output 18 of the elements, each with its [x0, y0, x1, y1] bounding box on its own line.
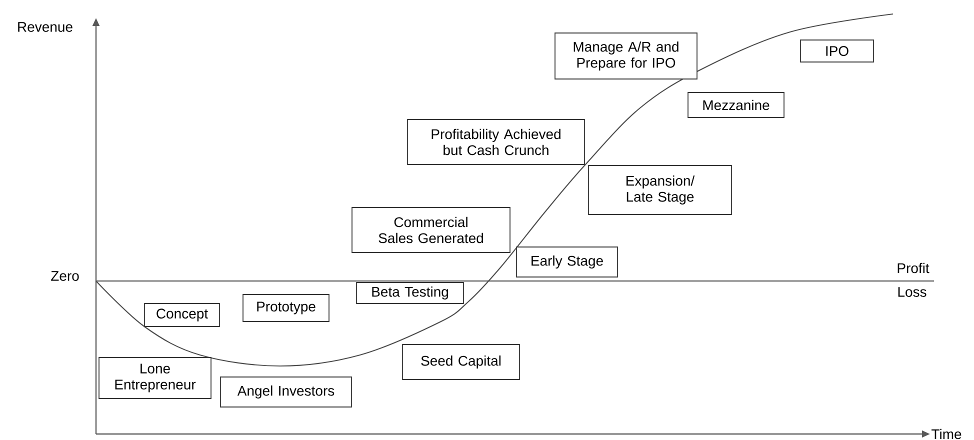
region-label: Profit: [898, 262, 930, 274]
stage-box: IPO: [800, 40, 874, 62]
stage-box: Mezzanine: [688, 92, 784, 118]
stage-box: Beta Testing: [356, 282, 464, 304]
stage-box: Lone Entrepreneur: [98, 357, 212, 399]
axis-label: Time: [932, 428, 962, 440]
stage-box: Expansion/ Late Stage: [588, 165, 732, 215]
stage-box: Manage A/R and Prepare for IPO: [554, 32, 698, 80]
stage-box: Early Stage: [516, 246, 618, 278]
stage-box: Prototype: [242, 294, 330, 322]
axis-label: Zero: [51, 271, 79, 281]
stage-box: Profitability Achieved but Cash Crunch: [407, 119, 585, 165]
region-label: Loss: [898, 287, 926, 297]
stage-box: Seed Capital: [402, 344, 520, 380]
stage-box: Concept: [144, 303, 220, 327]
axis-label: Revenue: [18, 22, 72, 32]
stage-box: Commercial Sales Generated: [352, 207, 510, 253]
stage-box: Angel Investors: [220, 376, 352, 408]
